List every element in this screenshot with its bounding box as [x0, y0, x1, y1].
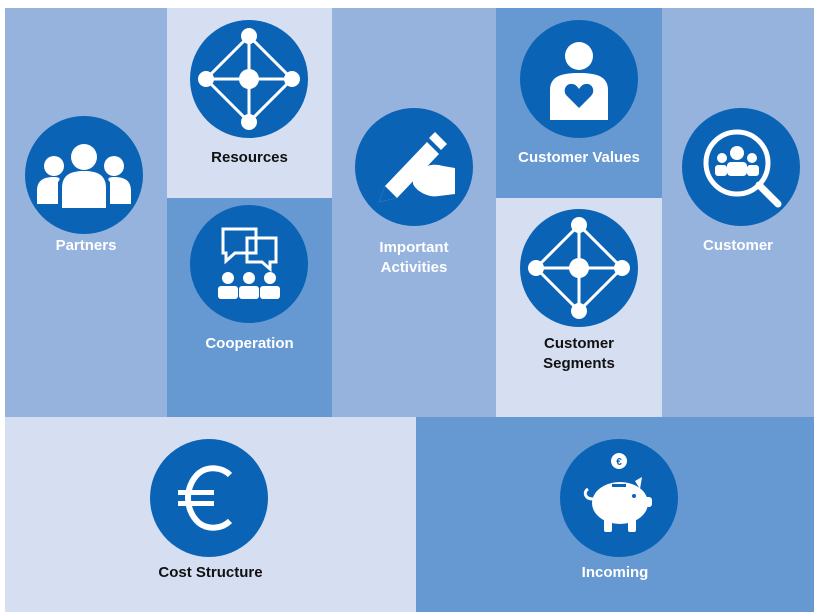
cooperation-label: Cooperation [205, 335, 294, 352]
customer-values-block: Customer Values [496, 8, 662, 198]
magnifier-people-icon [682, 108, 800, 226]
resources-label: Resources [211, 149, 288, 166]
svg-text:€: € [616, 457, 622, 468]
customer-block: Customer [662, 8, 814, 417]
cost-structure-label: Cost Structure [158, 564, 263, 581]
resources-block: Resources [167, 8, 332, 198]
incoming-block: € Incoming [416, 417, 814, 612]
incoming-label: Incoming [581, 564, 649, 581]
cost-structure-block: Cost Structure [5, 417, 416, 612]
partners-block: Partners [5, 8, 167, 417]
chat-people-icon [190, 205, 308, 323]
network-diamond-icon [190, 20, 308, 138]
pen-hand-icon [355, 108, 473, 226]
network-diamond-icon [520, 209, 638, 327]
customer-segments-block: Customer Segments [496, 198, 662, 417]
people-group-icon [25, 116, 143, 234]
customer-segments-label-line2: Segments [543, 355, 615, 372]
person-heart-icon [520, 20, 638, 138]
customer-values-label: Customer Values [518, 149, 640, 166]
euro-icon [150, 439, 268, 557]
customer-segments-label-line1: Customer [543, 335, 614, 352]
cooperation-block: Cooperation [167, 198, 332, 417]
activities-label-line2: Activities [380, 259, 448, 276]
activities-block: Important Activities [332, 8, 496, 417]
piggy-bank-icon: € [560, 439, 678, 557]
partners-label: Partners [55, 237, 117, 254]
customer-label: Customer [702, 237, 773, 254]
activities-label-line1: Important [379, 239, 449, 256]
